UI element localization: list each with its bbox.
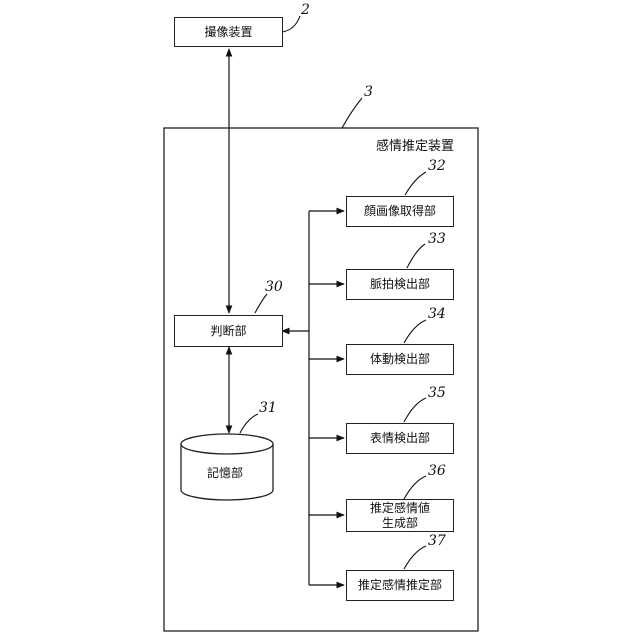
imaging-device-box: 撮像装置 xyxy=(174,17,283,47)
leader-32 xyxy=(405,172,426,195)
ref-35: 35 xyxy=(428,385,446,401)
ref-33: 33 xyxy=(428,231,446,247)
estimated-value-box: 推定感情値 生成部 xyxy=(346,499,454,532)
body-motion-box: 体動検出部 xyxy=(346,344,454,375)
leader-36 xyxy=(404,476,426,499)
leader-33 xyxy=(407,244,425,268)
face-image-box: 顔画像取得部 xyxy=(346,196,454,227)
judgment-box: 判断部 xyxy=(174,315,283,347)
leader-34 xyxy=(404,320,426,343)
ref-30: 30 xyxy=(265,279,283,295)
leader-31 xyxy=(240,414,258,433)
leader-37 xyxy=(404,546,426,569)
expression-box: 表情検出部 xyxy=(346,423,454,454)
leader-3 xyxy=(342,98,362,128)
ref-36: 36 xyxy=(428,463,446,479)
leader-30 xyxy=(255,294,267,313)
leader-35 xyxy=(404,398,426,422)
estimated-value-label-line1: 推定感情値 xyxy=(370,501,430,516)
leader-2 xyxy=(282,16,300,32)
storage-label: 記憶部 xyxy=(207,464,243,481)
ref-31: 31 xyxy=(259,400,277,416)
body-motion-label: 体動検出部 xyxy=(370,352,430,367)
ref-2: 2 xyxy=(301,2,310,18)
face-image-label: 顔画像取得部 xyxy=(364,204,436,219)
emotion-estimator-label: 推定感情推定部 xyxy=(358,578,442,593)
estimated-value-label-line2: 生成部 xyxy=(382,516,418,531)
judgment-label: 判断部 xyxy=(210,324,246,339)
estimator-label: 感情推定装置 xyxy=(376,135,454,154)
pulse-box: 脈拍検出部 xyxy=(346,269,454,300)
emotion-estimator-box: 推定感情推定部 xyxy=(346,570,454,601)
pulse-label: 脈拍検出部 xyxy=(370,277,430,292)
imaging-device-label: 撮像装置 xyxy=(204,25,252,40)
ref-37: 37 xyxy=(428,533,446,549)
ref-32: 32 xyxy=(428,158,446,174)
ref-3: 3 xyxy=(364,84,373,100)
expression-label: 表情検出部 xyxy=(370,431,430,446)
ref-34: 34 xyxy=(428,306,446,322)
